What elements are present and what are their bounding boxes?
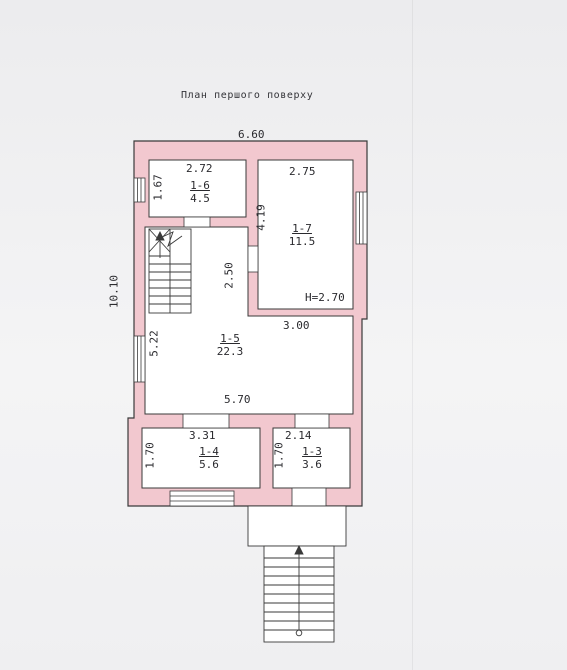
- door-entrance: [291, 487, 327, 507]
- dimension-1-7-width: 2.75: [289, 165, 316, 178]
- room-1-6-floor: [148, 159, 247, 218]
- door-1-3: [294, 413, 330, 429]
- room-1-7-area: 11.5: [288, 235, 316, 248]
- dimension-1-6-height: 1.67: [151, 174, 165, 201]
- room-1-7-number: 1-7: [292, 222, 312, 235]
- door-1-7: [247, 245, 259, 273]
- room-1-3-number: 1-3: [302, 445, 322, 458]
- dimension-1-5-width-bottom: 5.70: [224, 393, 251, 406]
- dimension-1-4-width: 3.31: [189, 429, 216, 442]
- room-1-5-label: 1-5 22.3: [210, 333, 250, 357]
- room-1-5-floor: [144, 226, 354, 415]
- room-1-7-label: 1-7 11.5: [282, 223, 322, 247]
- interior-staircase: [148, 228, 192, 314]
- room-1-6-area: 4.5: [190, 192, 210, 205]
- room-1-7-floor: [257, 159, 354, 310]
- room-1-4-floor: [141, 427, 261, 489]
- room-1-3-label: 1-3 3.6: [295, 446, 329, 470]
- dimension-1-4-height: 1.70: [143, 442, 157, 469]
- window-west-1-5: [133, 335, 146, 383]
- room-1-3-area: 3.6: [302, 458, 322, 471]
- door-1-4: [182, 413, 230, 429]
- window-east-1-7: [355, 191, 368, 245]
- entrance-porch: [247, 505, 347, 643]
- dimension-1-5-height: 5.22: [147, 330, 161, 357]
- dimension-1-3-width: 2.14: [285, 429, 312, 442]
- window-south-1-4: [169, 490, 235, 507]
- room-1-6-number: 1-6: [190, 179, 210, 192]
- windows: [133, 177, 368, 507]
- room-1-5-area: 22.3: [216, 345, 244, 358]
- room-1-6-label: 1-6 4.5: [183, 180, 217, 204]
- dimension-1-3-height: 1.70: [272, 442, 286, 469]
- room-1-4-label: 1-4 5.6: [192, 446, 226, 470]
- room-1-4-number: 1-4: [199, 445, 219, 458]
- paper-fold-line: [412, 0, 413, 670]
- window-west-1-6: [133, 177, 146, 203]
- dimension-total-height: 10.10: [107, 274, 121, 309]
- room-1-3-floor: [272, 427, 351, 489]
- dimension-1-6-width: 2.72: [186, 162, 213, 175]
- dimension-corridor: 2.50: [222, 262, 236, 289]
- plan-title: План першого поверху: [181, 90, 314, 101]
- ceiling-height-1-7: H=2.70: [305, 291, 345, 304]
- door-1-6: [183, 216, 211, 228]
- dimension-1-5-width-top: 3.00: [283, 319, 310, 332]
- doors: [182, 216, 330, 507]
- dimension-1-7-height: 4.19: [254, 204, 268, 231]
- dimension-total-width: 6.60: [238, 128, 265, 141]
- room-1-4-area: 5.6: [199, 458, 219, 471]
- room-1-5-number: 1-5: [220, 332, 240, 345]
